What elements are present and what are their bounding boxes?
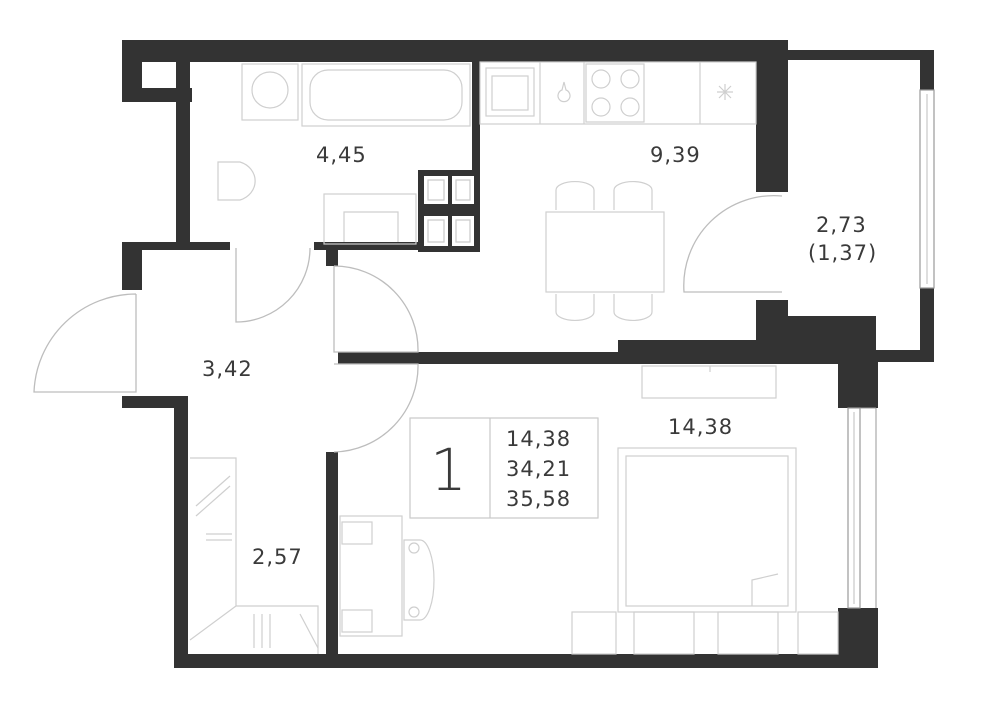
wall-bath-kitchen xyxy=(472,62,480,172)
closet-shelves xyxy=(189,457,319,654)
wall-stub-small xyxy=(326,248,338,266)
toilet xyxy=(217,161,256,201)
wall-kitchen-bedroom-thick xyxy=(618,340,778,364)
furniture xyxy=(189,61,839,655)
wall-left-lower xyxy=(174,396,188,668)
nightstand-left xyxy=(571,611,617,655)
kitchen-counter xyxy=(479,61,757,125)
door-bathroom xyxy=(235,247,311,323)
wall-kitchen-right-upper xyxy=(756,40,788,192)
room-labels: 4,45 9,39 2,73 (1,37) 3,42 2,57 14,38 xyxy=(202,143,877,569)
washing-machine xyxy=(241,63,299,121)
doors xyxy=(33,194,783,453)
walls xyxy=(122,40,934,668)
wall-top xyxy=(122,40,778,62)
total-area: 34,21 xyxy=(506,457,571,481)
apartment-summary: 1 14,38 34,21 35,58 xyxy=(409,417,599,519)
area-balcony: 2,73 xyxy=(816,213,867,237)
area-balcony-reduced: (1,37) xyxy=(808,241,877,265)
bed xyxy=(617,447,797,613)
tv-console xyxy=(641,365,777,399)
kitchen-sink xyxy=(485,67,535,117)
area-closet: 2,57 xyxy=(252,545,303,569)
wall-balcony-top xyxy=(778,50,928,60)
door-balcony xyxy=(683,194,783,293)
nightstand-right xyxy=(797,611,839,655)
stove xyxy=(585,63,645,123)
area-kitchen: 9,39 xyxy=(650,143,701,167)
desk-chair xyxy=(403,539,435,621)
rooms-count: 1 xyxy=(430,436,467,504)
wall-bottom xyxy=(174,654,878,668)
door-kitchen xyxy=(333,265,419,353)
wall-left-upper xyxy=(176,62,190,246)
wall-left-lower-cap xyxy=(122,396,188,408)
bathtub xyxy=(301,63,471,127)
door-bedroom xyxy=(333,363,419,453)
dining-table xyxy=(545,211,665,293)
windows xyxy=(847,89,935,609)
area-bathroom: 4,45 xyxy=(316,143,367,167)
wall-top-left-column xyxy=(122,40,142,100)
wall-top-left-block xyxy=(122,88,192,102)
area-bedroom: 14,38 xyxy=(668,415,733,439)
door-entrance xyxy=(33,293,137,393)
living-area: 14,38 xyxy=(506,427,571,451)
wall-hall-left-stub xyxy=(122,242,142,290)
wall-hall-bedroom xyxy=(326,452,338,662)
area-hallway: 3,42 xyxy=(202,357,253,381)
wall-bathroom-bottom xyxy=(122,242,230,250)
wall-bedroom-right-upper xyxy=(838,352,878,408)
wall-bathroom-bottom-right xyxy=(314,242,420,250)
desk xyxy=(339,515,403,637)
total-area-with-balcony: 35,58 xyxy=(506,487,571,511)
wall-balcony-bottom xyxy=(876,350,934,362)
washbasin xyxy=(323,193,417,245)
